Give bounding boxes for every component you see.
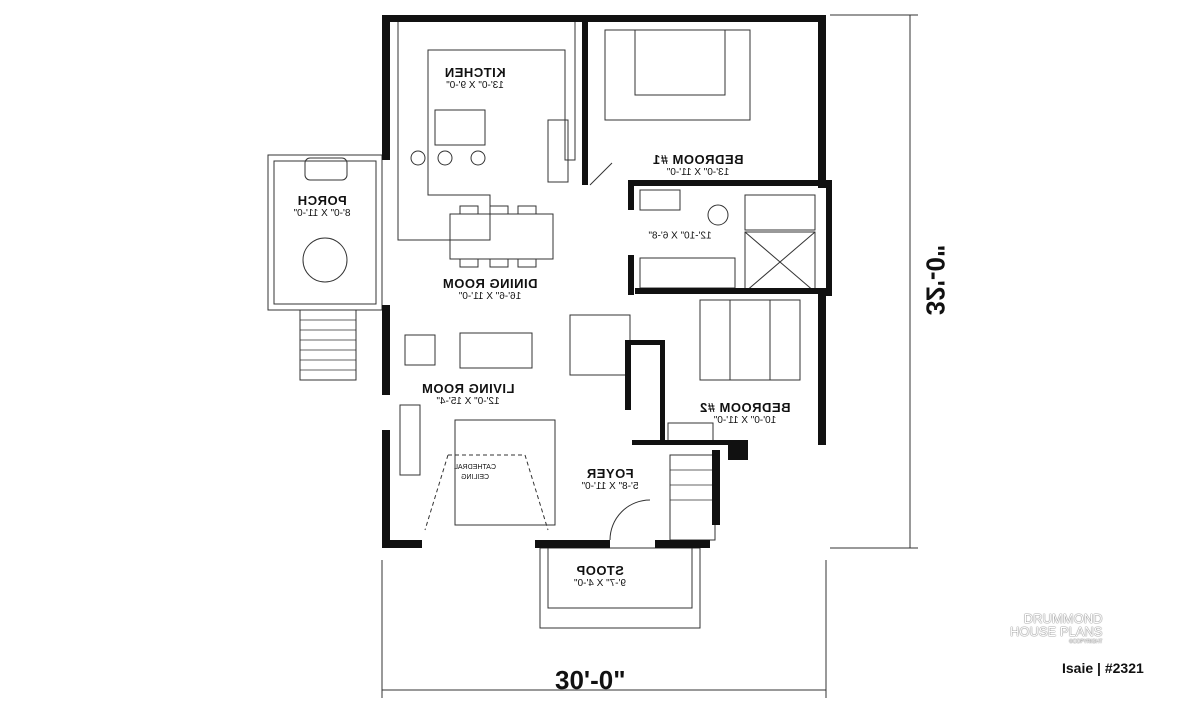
- depth-dimension: 32'-0": [920, 244, 951, 316]
- room-name: STOOP: [576, 563, 624, 578]
- bed-1: [604, 29, 751, 121]
- room-size: 10'-0" X 11'-0": [713, 415, 777, 426]
- logo-line: DRUMMOND: [1023, 611, 1103, 626]
- porch-deck: [267, 154, 383, 311]
- room-size: 13'-0" X 11'-0": [666, 167, 730, 178]
- plan-name: Isaie | #2321: [1062, 660, 1144, 676]
- room-name: FOYER: [586, 466, 634, 481]
- logo-line: HOUSE PLANS: [1010, 624, 1103, 639]
- wall-top: [382, 15, 826, 22]
- room-name: DINING ROOM: [442, 276, 538, 291]
- note-line: CEILING: [460, 474, 490, 481]
- drummond-logo: DRUMMOND HOUSE PLANS ©COPYRIGHT: [1010, 612, 1102, 646]
- room-size: 8'-0" X 11'-0": [293, 208, 351, 219]
- room-size: 16'-6" X 11'-0": [458, 291, 522, 302]
- porch-table: [302, 237, 348, 283]
- wall-bottom: [382, 540, 422, 548]
- room-size: 9'-7" X 4'-0": [573, 578, 627, 589]
- wall-left: [382, 15, 390, 160]
- dining-table: [449, 213, 554, 260]
- copyright: ©COPYRIGHT: [1069, 639, 1103, 645]
- room-name: KITCHEN: [444, 65, 506, 80]
- room-name: PORCH: [297, 193, 347, 208]
- room-size: 13'-0" X 9'-0": [446, 80, 504, 91]
- sectional: [454, 419, 556, 526]
- stairs: [669, 454, 716, 541]
- room-size: 12'-10" X 6'-8": [648, 230, 712, 242]
- room-size: 5'-8" X 11'-0": [581, 481, 639, 492]
- bed-2: [699, 299, 801, 381]
- room-name: BEDROOM #2: [699, 400, 791, 415]
- room-name: BEDROOM #1: [652, 152, 744, 167]
- room-name: LIVING ROOM: [421, 381, 515, 396]
- cathedral-ceiling-note: CATHEDRAL CEILING: [454, 463, 496, 483]
- porch-stairs: [299, 309, 357, 381]
- width-dimension: 30'-0": [555, 665, 626, 695]
- room-size: 12'-0" X 15'-4": [436, 396, 500, 407]
- bathroom-label: 12'-10" X 6'-8": [648, 231, 711, 242]
- sofa: [459, 332, 533, 369]
- bathtub: [744, 194, 816, 231]
- wall-right: [818, 15, 826, 180]
- note-line: CATHEDRAL: [454, 464, 496, 471]
